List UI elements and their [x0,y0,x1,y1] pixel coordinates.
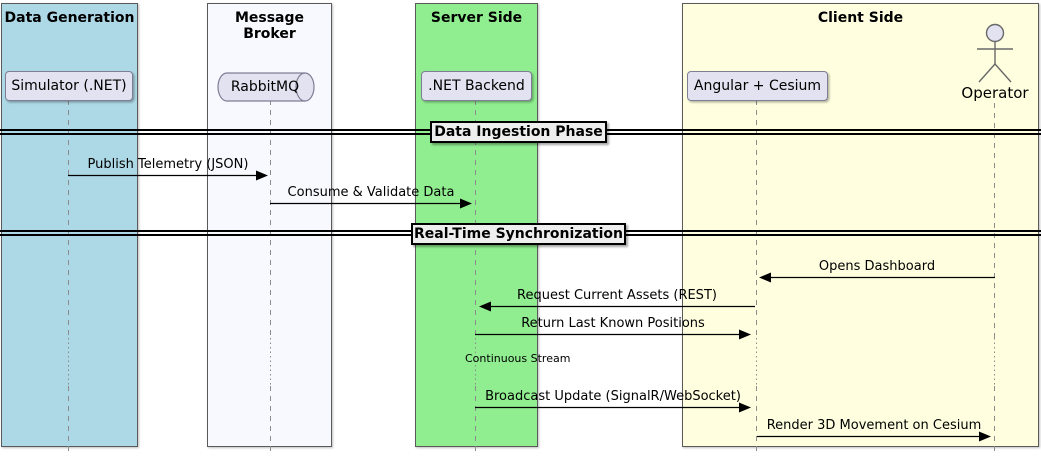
participant-simulator: Simulator (.NET) [5,71,133,101]
message-return-last-known-positions: Return Last Known Positions [521,316,705,331]
lifeline-delay-segment [68,338,995,386]
group-title-server-side: Server Side [430,10,523,26]
divider-rules [0,129,1041,236]
divider-real-time-synchronization: Real-Time Synchronization [411,223,626,245]
participant-net-backend-label: .NET Backend [428,78,525,94]
message-broadcast-update: Broadcast Update (SignalR/WebSocket) [485,389,741,404]
message-arrowheads [256,170,991,442]
divider-data-ingestion-phase: Data Ingestion Phase [430,121,607,143]
lifelines [68,100,995,452]
group-title-data-generation: Data Generation [4,10,135,26]
message-opens-dashboard: Opens Dashboard [818,259,936,274]
delay-continuous-stream: Continuous Stream [465,352,571,365]
actor-operator-label: Operator [961,84,1029,102]
participant-rabbitmq: RabbitMQ [225,73,305,101]
group-title-message-broker: Message Broker [234,10,305,42]
queue-shape-icon [217,72,315,102]
participant-net-backend: .NET Backend [421,71,532,101]
participant-simulator-label: Simulator (.NET) [11,78,127,94]
actor-icon [977,23,1013,83]
message-arrows [68,174,995,438]
message-consume-validate: Consume & Validate Data [287,185,455,200]
participant-angular-cesium-label: Angular + Cesium [693,78,822,94]
message-publish-telemetry: Publish Telemetry (JSON) [87,157,249,172]
message-request-current-assets: Request Current Assets (REST) [517,288,717,303]
message-render-3d-movement: Render 3D Movement on Cesium [766,418,982,433]
participant-angular-cesium: Angular + Cesium [687,71,828,101]
group-title-client-side: Client Side [817,10,904,26]
participant-rabbitmq-label: RabbitMQ [230,79,300,95]
